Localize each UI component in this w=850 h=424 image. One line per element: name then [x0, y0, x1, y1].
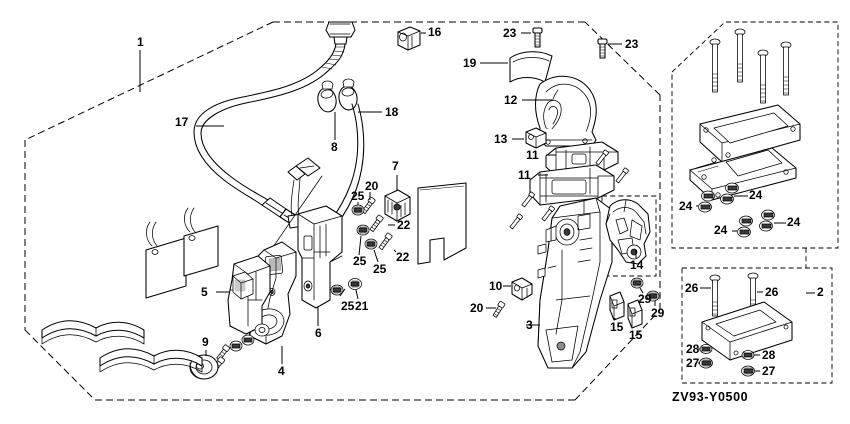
bracket-screws [509, 149, 629, 230]
callout-5: 5 [201, 285, 208, 299]
nut-washer-24-group-4 [737, 215, 753, 238]
washer-25-d [330, 284, 344, 296]
part-29-clip-a [630, 277, 644, 289]
washer-28-left [699, 344, 713, 354]
callout-29-b: 29 [651, 306, 665, 320]
owners-manual-a [41, 320, 145, 345]
callout-28-right: 28 [762, 348, 776, 362]
callout-24-2: 24 [679, 199, 693, 213]
callout-16: 16 [428, 25, 442, 39]
callout-23-left: 23 [503, 26, 517, 40]
callout-6: 6 [315, 326, 322, 340]
callout-22-b: 22 [396, 250, 410, 264]
washer-25-a [351, 204, 365, 216]
part-14-gear-bracket [605, 199, 651, 265]
callout-24-4: 24 [714, 223, 728, 237]
nut-27-left [699, 357, 713, 369]
mount-spacer-block [701, 301, 793, 361]
callout-26-left: 26 [685, 281, 699, 295]
washer-25-b [356, 224, 370, 236]
kit-boundary-1 [24, 21, 661, 401]
callout-15-a: 15 [610, 320, 624, 334]
part-19-cover-seal [509, 51, 553, 83]
callout-25-b: 25 [353, 254, 367, 268]
mount-kit-boundary-2 [671, 21, 839, 384]
part-20-bolt-lower [492, 300, 506, 318]
hang-tag-b [183, 207, 219, 277]
mount-plate [689, 147, 797, 201]
callout-11-lower: 11 [518, 168, 531, 182]
part-15-cable-end-b [627, 299, 643, 329]
callout-24-3: 24 [787, 215, 801, 229]
panel-plate [417, 182, 467, 265]
nut-washer-24-group-3 [759, 209, 775, 232]
callout-11-upper: 11 [526, 148, 539, 162]
part-13-lock-pin [525, 127, 547, 149]
callout-26-right: 26 [765, 285, 779, 299]
callout-23-right: 23 [625, 37, 639, 51]
callout-12: 12 [504, 93, 518, 107]
callout-14: 14 [630, 258, 644, 272]
nut-21 [348, 278, 362, 290]
callout-25-c: 25 [373, 262, 387, 276]
nut-27-right [741, 365, 755, 377]
callout-4: 4 [278, 364, 285, 378]
subbox-14 [601, 195, 657, 277]
part-7-grommet [384, 189, 411, 222]
part-5-throttle-lever-grip [227, 255, 271, 335]
mount-hardware-bottom [698, 272, 793, 377]
nut-washer-24-group-2 [698, 190, 715, 213]
callout-1: 1 [137, 35, 144, 49]
part-15-cable-end-a [609, 291, 625, 321]
part-3-lower-case-housing [537, 197, 613, 369]
callout-2: 2 [817, 285, 824, 299]
callout-17: 17 [175, 115, 189, 129]
part-12-upper-case-cover [534, 75, 597, 147]
callout-20-lower: 20 [470, 301, 484, 315]
part-17-stop-switch-cord [193, 21, 356, 227]
mount-gasket-frame [699, 104, 801, 163]
washer-25-c [364, 238, 378, 250]
callout-15-b: 15 [629, 328, 643, 342]
callout-20-upper: 20 [365, 179, 379, 193]
part-29-clip-b [646, 290, 660, 302]
fastener-cluster [330, 192, 397, 300]
callout-13: 13 [494, 132, 508, 146]
callout-3: 3 [526, 318, 533, 332]
owners-manual-b [99, 348, 203, 373]
callout-29-a: 29 [638, 292, 652, 306]
diagram-code: ZV93-Y0500 [672, 390, 749, 404]
callout-9: 9 [202, 335, 209, 349]
callout-22-a: 22 [397, 218, 411, 232]
part-11-bracket-lower [529, 164, 615, 206]
part-26-bolt-left [709, 274, 721, 317]
lever-base-fasteners [211, 323, 270, 373]
callout-27-right: 27 [762, 364, 776, 378]
mount-hardware-top [689, 28, 801, 238]
callout-21: 21 [355, 299, 369, 313]
callout-19: 19 [463, 56, 477, 70]
callout-7: 7 [392, 159, 399, 173]
part-16-cable-clip [397, 26, 421, 51]
part-6-control-lever-arm [297, 205, 343, 309]
leader-29-a [639, 287, 644, 294]
part-10-cable-anchor [511, 277, 533, 301]
callout-18: 18 [385, 105, 399, 119]
nut-washer-24-group-1 [720, 182, 739, 205]
hang-tag-a [145, 221, 187, 299]
washer-28-right [741, 350, 755, 360]
callout-24-1: 24 [749, 188, 763, 202]
callout-25-a: 25 [351, 189, 365, 203]
part-23-screw-right [597, 38, 608, 59]
part-23-screw-left [532, 27, 543, 48]
callout-10: 10 [489, 279, 503, 293]
callout-25-d: 25 [341, 299, 355, 313]
callout-8: 8 [331, 140, 338, 154]
callout-28-left: 28 [686, 342, 700, 356]
callout-27-left: 27 [686, 356, 700, 370]
